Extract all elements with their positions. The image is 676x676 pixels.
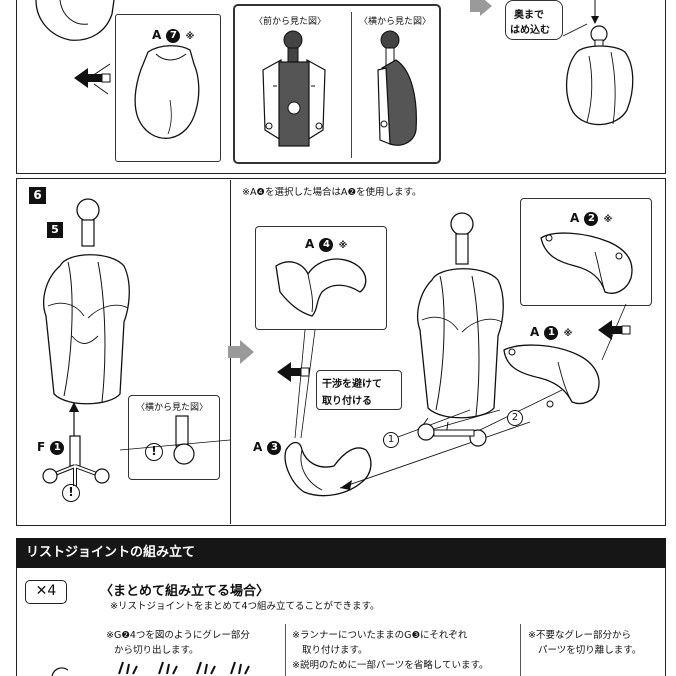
part-a3-number: 3 (267, 440, 282, 455)
side-view-drawing (377, 30, 417, 146)
part-a2-label: A 2 ※ (570, 211, 612, 226)
wrist-note-mid-3: ※説明のために一部パーツを省略しています。 (292, 660, 489, 671)
part-a4-label: A 4 ※ (305, 237, 347, 252)
step-badge-5: 5 (47, 222, 63, 238)
attach-arrow-a1 (598, 303, 631, 361)
attach-arrow-a4 (277, 329, 316, 439)
part-a2-drawing (540, 232, 633, 294)
wrist-section-panel (16, 568, 666, 676)
caution-icon-f1: ! (62, 484, 80, 502)
attach-arrow-top (74, 63, 111, 95)
assembled-torso-top (562, 0, 634, 126)
side-view-label: 〈横から見た図〉 (359, 17, 432, 27)
wrist-col-divider-1 (285, 624, 286, 676)
part-a4-letter: A (305, 237, 315, 251)
side-view-callout-drawing (119, 415, 231, 465)
wrist-heading: 〈まとめて組み立てる場合〉 (100, 584, 270, 599)
part-a4-number: 4 (319, 237, 334, 252)
quantity-badge: ✕4 (25, 580, 67, 604)
part-a2-letter: A (570, 211, 580, 225)
side-view-callout (128, 395, 220, 480)
step-badge-6: 6 (29, 187, 46, 204)
wrist-note-left-1: ※G❷4つを図のようにグレー部分 (106, 630, 250, 641)
part-a3-label: A 3 (253, 440, 282, 455)
part-a7-drawing (134, 45, 200, 139)
part-a4-drawing (275, 258, 367, 317)
part-a7-number: 7 (166, 28, 181, 43)
part-f1-letter: F (37, 440, 46, 454)
wrist-section-header: リストジョイントの組み立て (16, 538, 666, 568)
order-marker-2: 2 (507, 410, 523, 426)
part-f1-number: 1 (50, 440, 65, 455)
wrist-note-mid-1: ※ランナーについたままのG❸にそれぞれ (292, 630, 468, 641)
wrist-note-right-2: パーツを切り離します。 (538, 645, 642, 656)
part-f1-label: F 1 (37, 440, 65, 455)
part-a3-letter: A (253, 440, 263, 454)
interference-callout (316, 370, 402, 410)
wrist-col-divider-2 (520, 624, 521, 676)
wrist-note-left-2: から切り出します。 (114, 645, 199, 656)
side-view-callout-label: 〈横から見た図〉 (136, 403, 209, 413)
part-a7-letter: A (152, 28, 162, 42)
cut-marks-drawing (118, 661, 250, 675)
part-a2-mark: ※ (603, 215, 613, 225)
wrist-partial-drawing (51, 667, 69, 676)
torso-step6-drawing (417, 212, 504, 437)
wrist-note-right-1: ※不要なグレー部分から (528, 630, 631, 641)
part-a2-number: 2 (584, 211, 599, 226)
part-a1-letter: A (530, 325, 540, 339)
push-in-text-2: はめ込む (510, 25, 550, 36)
torso-fragment-drawing (35, 0, 115, 41)
front-view-label: 〈前から見た図〉 (254, 17, 327, 27)
front-view-drawing (262, 30, 326, 147)
interference-text-1: 干渉を避けて (322, 379, 382, 390)
push-in-callout (505, 0, 563, 40)
part-a1-mark: ※ (563, 329, 573, 339)
part-a7-mark: ※ (185, 32, 195, 42)
torso-step5-drawing (43, 198, 130, 405)
assembly-lines (339, 389, 563, 490)
part-a1-drawing (503, 344, 600, 408)
step6-note: ※A❹を選択した場合はA❷を使用します。 (242, 187, 422, 198)
part-f1-drawing (42, 435, 110, 486)
wrist-subnote: ※リストジョイントをまとめて4つ組み立てることができます。 (110, 601, 380, 612)
interference-text-2: 取り付ける (322, 396, 372, 407)
caution-icon-side: ! (145, 443, 163, 461)
gray-arrow-top (470, 0, 492, 16)
part-a7-label: A 7 ※ (152, 28, 194, 43)
part-a1-label: A 1 ※ (530, 325, 572, 340)
gray-arrow-step6 (228, 340, 254, 364)
part-a1-number: 1 (544, 325, 559, 340)
wrist-note-mid-2: 取り付けます。 (302, 645, 368, 656)
push-in-text-1: 奥まで (514, 10, 544, 21)
order-marker-1: 1 (383, 432, 399, 448)
up-arrow-f1 (69, 402, 79, 436)
view-divider (351, 12, 352, 158)
part-a4-mark: ※ (338, 241, 348, 251)
